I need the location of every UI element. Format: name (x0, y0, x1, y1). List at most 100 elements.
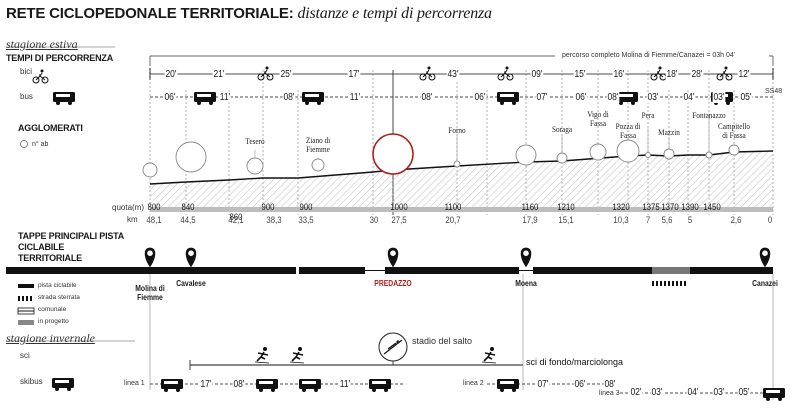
bus-time: 06' (163, 92, 177, 103)
winter-section-label: stagione invernale (6, 331, 95, 345)
bus-time: 08' (606, 92, 620, 103)
bus-time: 04' (682, 92, 696, 103)
bus-time: 08' (282, 92, 296, 103)
km-value: 20,7 (445, 215, 461, 226)
bus-time: 06' (574, 92, 588, 103)
bus-time: 03' (712, 92, 726, 103)
bike-time: 12' (737, 69, 751, 80)
town-label: Vigo di Fassa (587, 109, 609, 128)
elevation-value: 1450 (703, 202, 721, 213)
bus-time: 11' (348, 92, 362, 103)
elevation-value: 1370 (661, 202, 679, 213)
town-label: Pozza di Fassa (615, 121, 641, 140)
line-3-label: linea 3 (599, 390, 620, 397)
km-value: 5,6 (661, 215, 673, 226)
town-label: Tesero (245, 136, 265, 146)
km-value: 7 (645, 215, 651, 226)
skibus-time: 03' (650, 387, 664, 398)
bus-label: bus (20, 92, 33, 101)
skibus-time: 05' (737, 387, 751, 398)
bike-label: bici (20, 67, 33, 76)
towns-legend: n° ab (32, 141, 49, 148)
km-value: 30 (369, 215, 379, 226)
elevation-value: 900 (261, 202, 275, 213)
bike-time: 28' (690, 69, 704, 80)
km-value: 10,3 (613, 215, 629, 226)
legend-label: comunale (38, 306, 67, 313)
bike-time: 18' (665, 69, 679, 80)
skibus-time: 11' (338, 379, 352, 390)
km-value: 5 (687, 215, 693, 226)
title-subtitle: distanze e tempi di percorrenza (297, 5, 492, 22)
legend-label: strada sterrata (38, 294, 80, 301)
km-value: 0 (767, 215, 773, 226)
legend-label: in progetto (38, 318, 69, 325)
stadium-label: stadio del salto (412, 336, 473, 346)
town-label: Pera (641, 110, 655, 120)
bus-time: 06' (473, 92, 487, 103)
bike-time: 21' (212, 69, 226, 80)
skibus-time: 02' (629, 387, 643, 398)
town-label: Soraga (551, 124, 573, 134)
legend-label: pista ciclabile (38, 282, 77, 289)
km-value: 27,5 (391, 215, 407, 226)
km-value: 33,5 (298, 215, 314, 226)
bus-time: 08' (420, 92, 434, 103)
bike-time: 09' (530, 69, 544, 80)
page-title: RETE CICLOPEDONALE TERRITORIALE: distanz… (6, 6, 492, 22)
stage-label: Canazei (752, 279, 778, 288)
town-label: Forno (448, 125, 466, 135)
skibus-time: 08' (603, 379, 617, 390)
bus-end-label: SS48 (765, 88, 783, 95)
town-label: Campitello di Fassa (717, 121, 751, 140)
skibus-label: skibus (20, 377, 43, 386)
km-label: km (127, 215, 138, 224)
bike-time: 15' (573, 69, 587, 80)
skibus-time: 17' (199, 379, 213, 390)
stage-label: Cavalese (176, 279, 206, 288)
bus-time: 11' (218, 92, 232, 103)
elevation-value: 840 (181, 202, 195, 213)
skibus-time: 04' (686, 387, 700, 398)
times-header: TEMPI DI PERCORRENZA (6, 53, 114, 63)
km-value: 15,1 (558, 215, 574, 226)
elevation-value: 1100 (444, 202, 462, 213)
bike-time: 25' (279, 69, 293, 80)
km-value: 2,6 (730, 215, 742, 226)
elev-label: quota(m) (112, 203, 145, 212)
elevation-value: 900 (299, 202, 313, 213)
km-value: 44,5 (180, 215, 196, 226)
skibus-time: 06' (573, 379, 587, 390)
ski-route-label: sci di fondo/marciolonga (526, 357, 624, 367)
elevation-value: 860 (229, 212, 243, 223)
towns-header: AGGLOMERATI (18, 123, 83, 133)
bike-time: 43' (446, 69, 460, 80)
km-value: 48,1 (146, 215, 162, 226)
line-2-label: linea 2 (463, 380, 484, 387)
elevation-value: 1375 (642, 202, 660, 213)
bus-time: 07' (535, 92, 549, 103)
town-label: Fontanazzo (692, 110, 726, 120)
elevation-value: 1160 (521, 202, 539, 213)
town-label: Mazzin (658, 127, 680, 137)
bike-time: 16' (612, 69, 626, 80)
stage-label: PREDAZZO (374, 279, 412, 288)
skibus-time: 08' (232, 379, 246, 390)
km-value: 17,9 (522, 215, 538, 226)
stages-header: TAPPE PRINCIPALI PISTA CICLABILE TERRITO… (18, 231, 124, 263)
bike-time: 17' (347, 69, 361, 80)
elevation-value: 1390 (681, 202, 699, 213)
summer-section-label: stagione estiva (6, 37, 78, 51)
elevation-value: 800 (147, 202, 161, 213)
elevation-value: 1000 (390, 202, 408, 213)
km-value: 42,1 (228, 215, 244, 226)
bus-time: 05' (739, 92, 753, 103)
elevation-value: 1210 (557, 202, 575, 213)
stage-label: Molina di Fiemme (135, 284, 165, 302)
skibus-time: 03' (712, 387, 726, 398)
elevation-value: 1320 (612, 202, 630, 213)
stage-label: Moena (515, 279, 537, 288)
bus-time: 03' (646, 92, 660, 103)
skibus-time: 07' (536, 379, 550, 390)
